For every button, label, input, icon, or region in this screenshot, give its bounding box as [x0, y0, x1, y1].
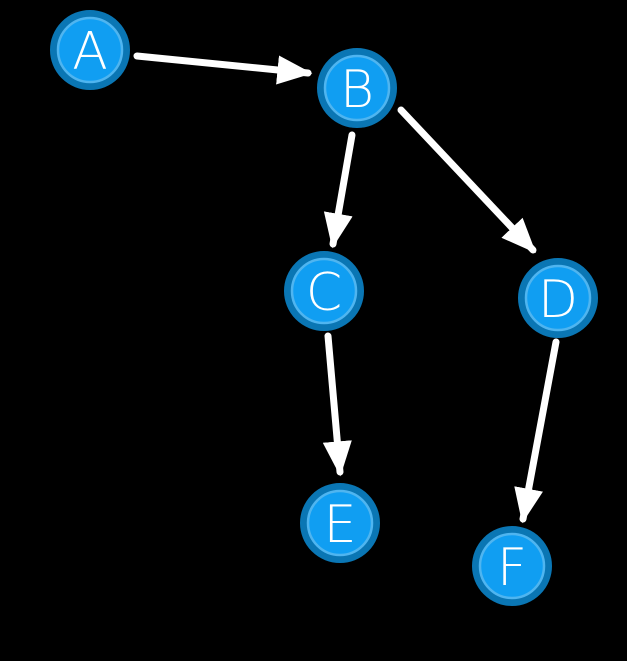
graph-node-B[interactable]: B [317, 48, 397, 128]
node-circle [56, 16, 124, 84]
node-ring [518, 258, 598, 338]
node-label: E [324, 495, 357, 555]
node-label: F [497, 538, 527, 598]
edge-A-B-arrow [133, 52, 313, 85]
edge-B-D-arrow [397, 106, 537, 254]
node-ring [50, 10, 130, 90]
graph-node-C[interactable]: C [284, 251, 364, 331]
graph-node-D[interactable]: D [518, 258, 598, 338]
node-ring [284, 251, 364, 331]
node-label: A [72, 22, 108, 82]
node-label: D [538, 270, 578, 330]
edge-B-C-arrow [323, 131, 356, 249]
node-circle [323, 54, 391, 122]
node-circle [524, 264, 592, 332]
graph-node-E[interactable]: E [300, 483, 380, 563]
graph-node-F[interactable]: F [472, 526, 552, 606]
node-label: B [340, 60, 374, 120]
node-ring [472, 526, 552, 606]
node-circle [290, 257, 358, 325]
node-circle [306, 489, 374, 557]
node-ring [300, 483, 380, 563]
edge-D-F-arrow [514, 338, 560, 524]
edge-C-E-arrow [322, 332, 352, 477]
node-circle [478, 532, 546, 600]
node-ring [317, 48, 397, 128]
graph-node-A[interactable]: A [50, 10, 130, 90]
node-label: C [306, 263, 342, 323]
